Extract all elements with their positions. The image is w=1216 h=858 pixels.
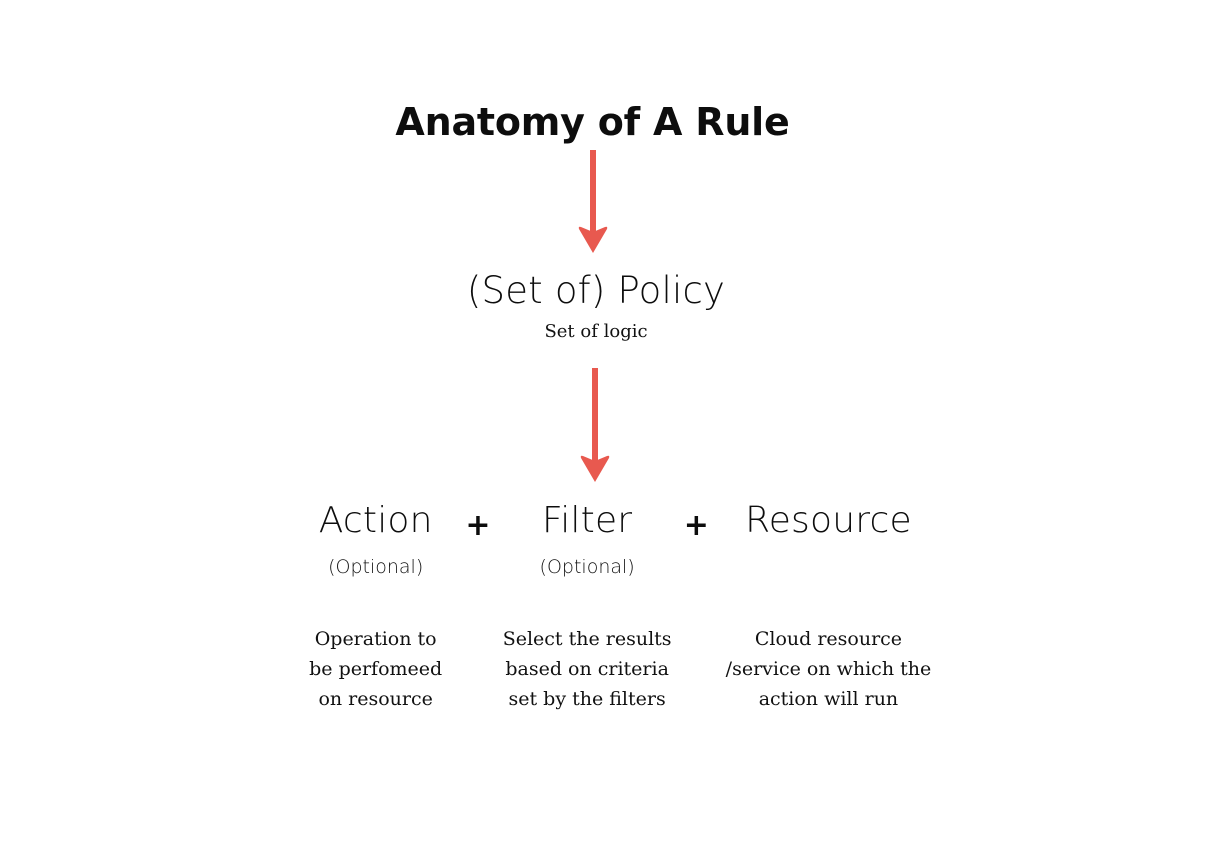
description-line: on resource xyxy=(318,688,433,710)
arrow-policy-to-components-icon xyxy=(580,368,610,482)
arrow-title-to-policy-icon xyxy=(578,150,608,253)
description-line: action will run xyxy=(758,688,899,710)
component-filter: Filter (Optional) Select the results bas… xyxy=(492,503,681,714)
component-filter-optional: (Optional) xyxy=(539,556,635,578)
component-resource-term: Resource xyxy=(745,500,912,541)
operator-plus-2: + xyxy=(683,508,709,543)
policy-subtitle: Set of logic xyxy=(544,320,648,342)
description-line: Operation to xyxy=(314,628,437,650)
component-action-optional: (Optional) xyxy=(328,556,424,578)
policy-label: (Set of) Policy xyxy=(466,269,726,312)
description-line: /service on which the xyxy=(725,658,932,680)
component-resource-description: Cloud resource /service on which the act… xyxy=(726,624,932,714)
component-action: Action (Optional) Operation to be perfom… xyxy=(288,503,463,714)
description-line: set by the filters xyxy=(508,688,666,710)
description-line: be perfomeed xyxy=(309,658,443,680)
description-line: Select the results xyxy=(502,628,672,650)
operator-plus-1: + xyxy=(465,508,491,543)
component-resource: Resource Cloud resource /service on whic… xyxy=(709,503,948,714)
description-line: based on criteria xyxy=(505,658,669,680)
components-row: Action (Optional) Operation to be perfom… xyxy=(288,503,948,714)
description-line: Cloud resource xyxy=(754,628,903,650)
component-action-term: Action xyxy=(318,500,433,541)
component-action-description: Operation to be perfomeed on resource xyxy=(309,624,442,714)
component-filter-description: Select the results based on criteria set… xyxy=(503,624,672,714)
diagram-title: Anatomy of A Rule xyxy=(395,100,790,144)
component-filter-term: Filter xyxy=(541,500,633,541)
policy-block: (Set of) Policy Set of logic xyxy=(0,269,1192,342)
